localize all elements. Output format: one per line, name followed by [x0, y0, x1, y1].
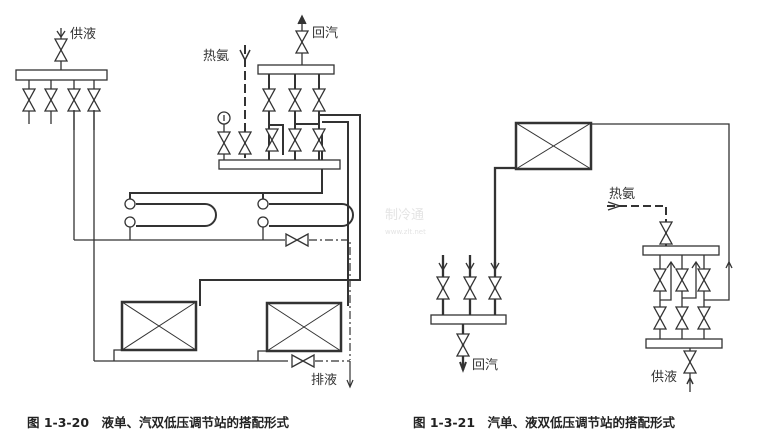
vapor-header-right: [430, 314, 507, 325]
figure-right: [430, 121, 733, 392]
station-top-header-right: [642, 245, 720, 256]
evaporator-1: [120, 300, 198, 352]
pressure-gauge: [217, 111, 231, 160]
figure-left: [15, 14, 361, 389]
evaporator-2: [265, 301, 343, 353]
evaporator-right: [514, 121, 593, 171]
hot-ammonia-inlet-right: [607, 201, 673, 246]
label-drain-liquid: 排液: [311, 373, 337, 388]
label-supply-liquid-right: 供液: [651, 370, 677, 385]
liquid-header-left: [15, 69, 108, 81]
hot-ammonia-inlet: [238, 45, 252, 160]
caption-right: 图 1-3-21 汽单、液双低压调节站的搭配形式: [413, 415, 676, 430]
station-bottom-header-right: [645, 338, 723, 349]
station-top-header: [257, 64, 335, 75]
station-bottom-header: [218, 159, 341, 170]
label-return-vapor-left: 回汽: [312, 26, 338, 41]
watermark-title: 制冷通: [385, 208, 424, 223]
supply-liquid-inlet: [54, 28, 68, 70]
liquid-branch-valves: [22, 80, 101, 361]
watermark-url: www.zlt.net: [385, 228, 426, 236]
label-return-vapor-right: 回汽: [472, 358, 498, 373]
caption-left: 图 1-3-20 液单、汽双低压调节站的搭配形式: [27, 415, 290, 430]
return-vapor-outlet: [295, 14, 309, 65]
label-hot-ammonia-left: 热氨: [203, 49, 229, 64]
label-supply-liquid-left: 供液: [70, 27, 96, 42]
label-hot-ammonia-right: 热氨: [609, 187, 635, 202]
